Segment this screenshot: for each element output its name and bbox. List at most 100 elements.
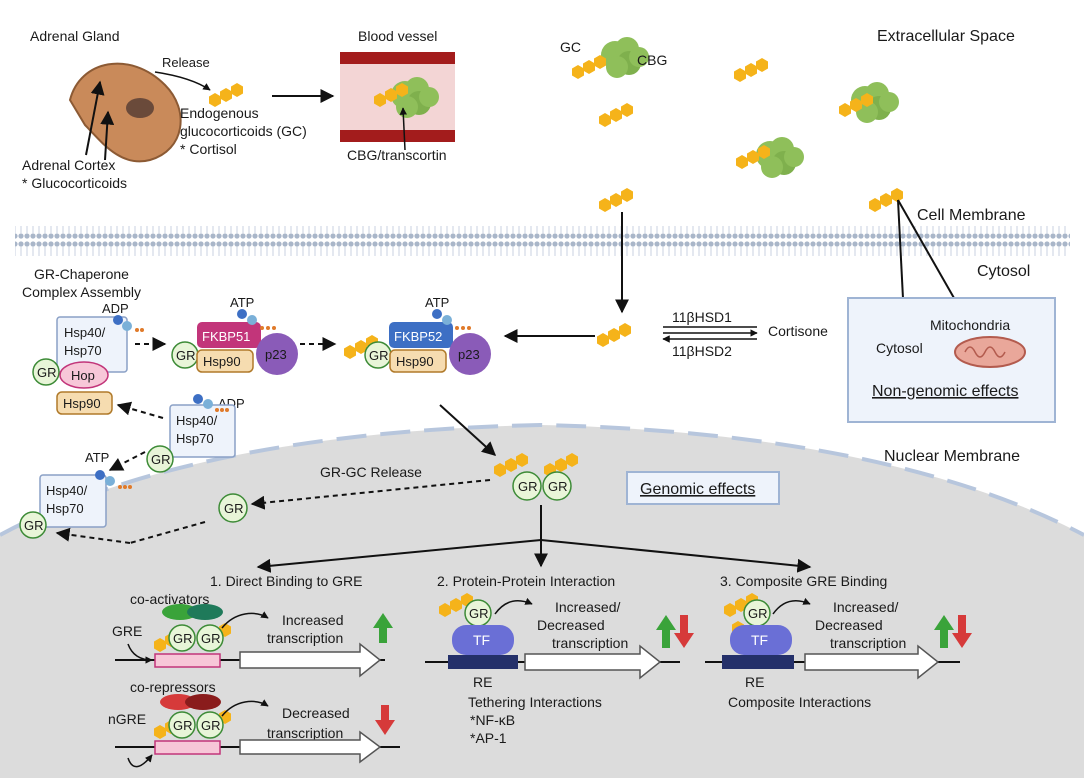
svg-text:GR: GR: [176, 348, 196, 363]
ap1-label: *AP-1: [470, 730, 507, 746]
atp-label-3: ATP: [85, 450, 109, 465]
svg-text:Hsp70: Hsp70: [176, 431, 214, 446]
composite-label: Composite Interactions: [728, 694, 871, 710]
hsp90-2: [196, 349, 254, 373]
glucocorticoids-label: * Glucocorticoids: [22, 175, 127, 191]
svg-text:Decreased: Decreased: [815, 617, 883, 633]
tf-2: [730, 625, 792, 655]
svg-text:GR: GR: [151, 452, 171, 467]
svg-text:Hsp40/: Hsp40/: [64, 325, 106, 340]
svg-text:transcription: transcription: [830, 635, 906, 651]
mechanism-2-label: 2. Protein-Protein Interaction: [437, 573, 615, 589]
fkbp52: [389, 322, 453, 348]
svg-text:FKBP52: FKBP52: [394, 329, 442, 344]
blood-vessel-label: Blood vessel: [358, 28, 437, 44]
svg-text:transcription: transcription: [552, 635, 628, 651]
svg-text:Hsp40/: Hsp40/: [46, 483, 88, 498]
p23-2: [449, 333, 491, 375]
gr-1: [32, 358, 60, 386]
svg-text:Hsp70: Hsp70: [46, 501, 84, 516]
tethering-label: Tethering Interactions: [468, 694, 602, 710]
hsd2-label: 11βHSD2: [672, 343, 732, 359]
genomic-title: Genomic effects: [640, 481, 755, 498]
svg-text:GR: GR: [37, 365, 57, 380]
gr-released: [218, 493, 248, 523]
svg-text:Hsp70: Hsp70: [64, 343, 102, 358]
adrenal-cortex-label: Adrenal Cortex: [22, 157, 115, 173]
chaperone-title-2: Complex Assembly: [22, 284, 141, 300]
svg-text:GR: GR: [201, 718, 221, 733]
cortisone-label: Cortisone: [768, 323, 828, 339]
transcription-label-1: transcription: [267, 630, 343, 646]
nuclear-membrane-label: Nuclear Membrane: [884, 448, 1020, 465]
svg-text:TF: TF: [751, 632, 768, 648]
fkbp51: [197, 322, 261, 348]
svg-text:p23: p23: [265, 347, 287, 362]
extracellular-label: Extracellular Space: [877, 28, 1015, 45]
mitochondria: [954, 336, 1026, 368]
svg-text:Hsp40/: Hsp40/: [176, 413, 218, 428]
svg-text:GR: GR: [548, 479, 568, 494]
release-label: Release: [162, 55, 210, 70]
hsp40-70-box-3: [39, 474, 107, 528]
decreased-label-1: Decreased: [282, 705, 350, 721]
ngre-label: nGRE: [108, 711, 146, 727]
gc-label-1: Endogenous: [180, 105, 259, 121]
cell-membrane: [15, 226, 1070, 256]
svg-text:GR: GR: [224, 501, 244, 516]
re-label-1: RE: [473, 674, 492, 690]
mechanism-1-label: 1. Direct Binding to GRE: [210, 573, 363, 589]
hsp40-70-box-2: [169, 404, 236, 458]
nuclear-envelope: [0, 422, 1084, 537]
svg-text:Decreased: Decreased: [537, 617, 605, 633]
gc-short-label: GC: [560, 39, 581, 55]
cell-membrane-label: Cell Membrane: [917, 207, 1026, 224]
increased-label-1: Increased: [282, 612, 343, 628]
svg-text:GR: GR: [748, 606, 768, 621]
svg-text:Hsp90: Hsp90: [203, 354, 241, 369]
chaperone-title-1: GR-Chaperone: [34, 266, 129, 282]
cbg-short-label: CBG: [637, 52, 667, 68]
genomic-box: [626, 471, 780, 505]
svg-text:GR: GR: [173, 718, 193, 733]
svg-text:GR: GR: [369, 348, 389, 363]
atp-label-1: ATP: [230, 295, 254, 310]
down-arrow-1: [375, 705, 395, 735]
p23-1: [256, 333, 298, 375]
svg-text:Increased/: Increased/: [555, 599, 620, 615]
atp-label-2: ATP: [425, 295, 449, 310]
adrenal-gland-label: Adrenal Gland: [30, 28, 120, 44]
hop: [59, 361, 109, 389]
svg-text:Increased/: Increased/: [833, 599, 898, 615]
svg-text:TF: TF: [473, 632, 490, 648]
hsd1-label: 11βHSD1: [672, 309, 732, 325]
svg-text:GR: GR: [201, 631, 221, 646]
svg-text:GR: GR: [469, 606, 489, 621]
svg-text:p23: p23: [458, 347, 480, 362]
gr-4: [146, 445, 174, 473]
up-arrow-1: [373, 613, 393, 643]
gr-5: [19, 511, 47, 539]
corepressors-label: co-repressors: [130, 679, 216, 695]
svg-text:GR: GR: [173, 631, 193, 646]
mitochondria-label: Mitochondria: [930, 317, 1010, 333]
nucleus: [0, 425, 1084, 778]
svg-text:GR: GR: [518, 479, 538, 494]
svg-text:GR: GR: [24, 518, 44, 533]
svg-text:Hsp90: Hsp90: [63, 396, 101, 411]
gre-label: GRE: [112, 623, 142, 639]
adp-label-1: ADP: [102, 301, 129, 316]
svg-text:Hsp90: Hsp90: [396, 354, 434, 369]
gr-gc-release-label: GR-GC Release: [320, 464, 422, 480]
transcription-label-2: transcription: [267, 725, 343, 741]
nfkb-label: *NF-κB: [470, 712, 515, 728]
cbg-transcortin-label: CBG/transcortin: [347, 147, 447, 163]
nongenomic-cytosol-label: Cytosol: [876, 340, 923, 356]
hsp90-3: [389, 349, 447, 373]
coactivators-label: co-activators: [130, 591, 209, 607]
svg-text:Hop: Hop: [71, 368, 95, 383]
re-label-2: RE: [745, 674, 764, 690]
svg-text:FKBP51: FKBP51: [202, 329, 250, 344]
